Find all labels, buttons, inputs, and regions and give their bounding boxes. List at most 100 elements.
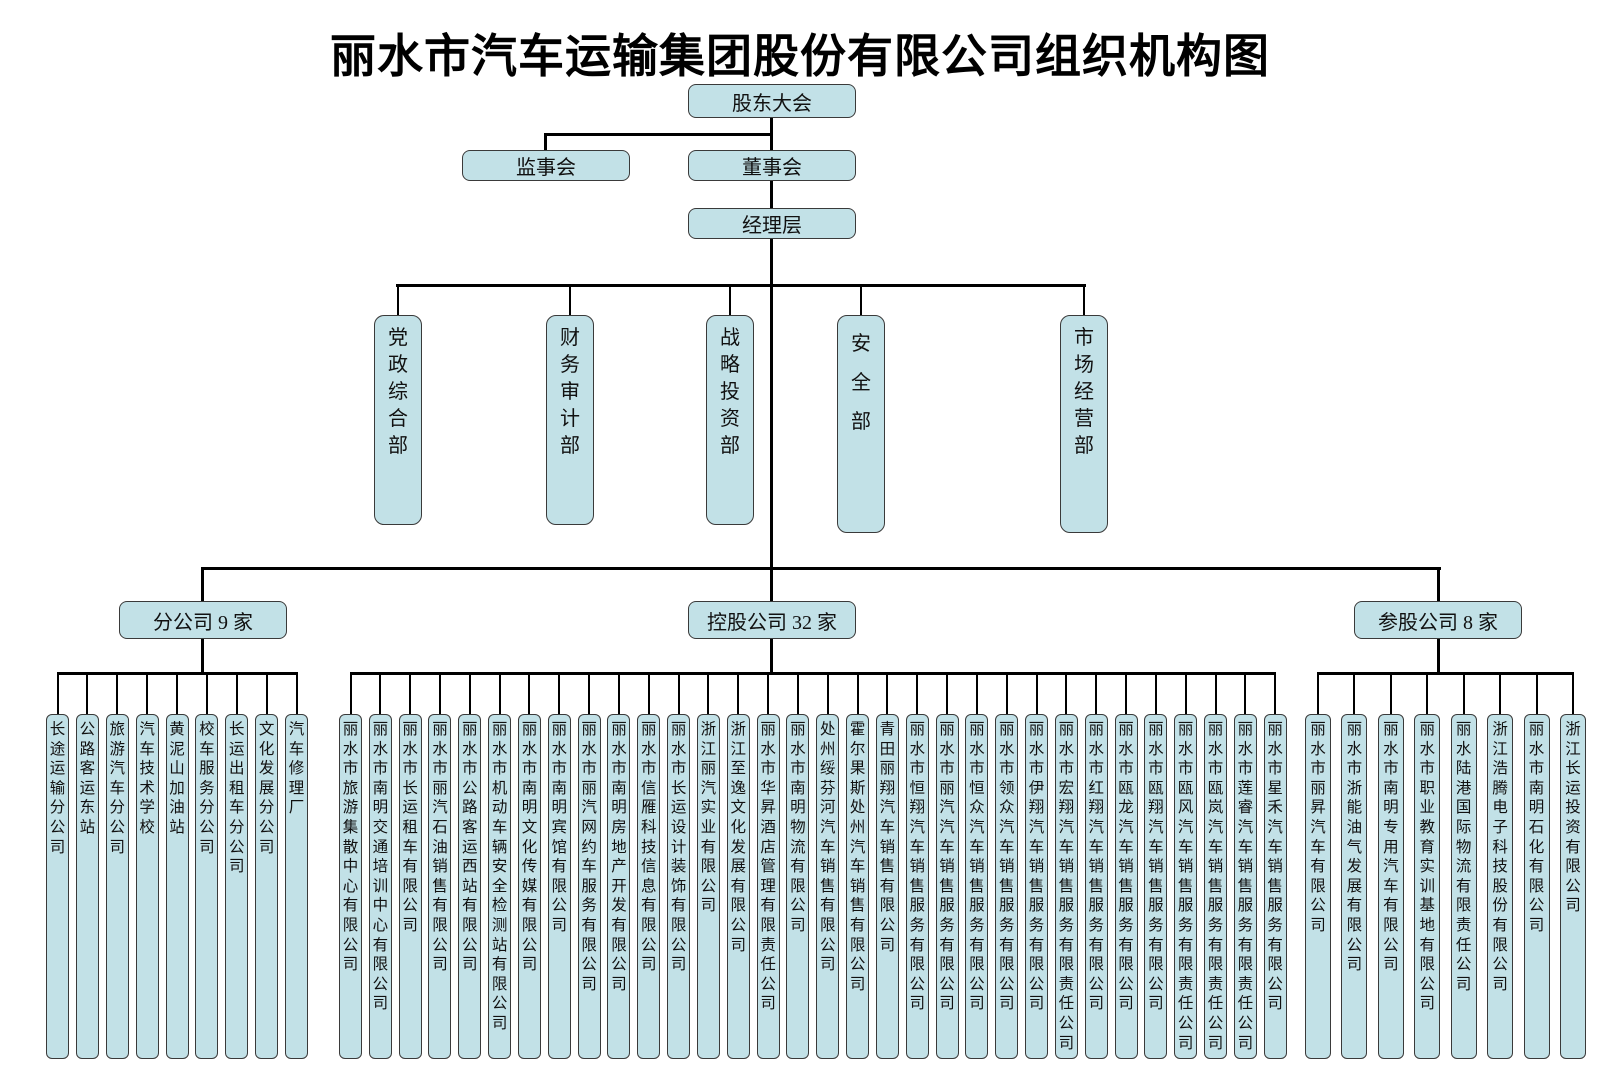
company-box: 丽水市南明文化传媒有限公司 (517, 714, 541, 1059)
department-name: 党政综合部 (388, 327, 408, 457)
company-box: 丽水市瓯岚汽车销售服务有限责任公司 (1204, 714, 1228, 1059)
company-box: 丽水市信雁科技信息有限公司 (637, 714, 661, 1059)
connector-stub (265, 672, 268, 714)
company-name: 霍尔果斯处州汽车销售有限公司 (849, 721, 866, 993)
company-cell: 丽水市机动车辆安全检测站有限公司 (488, 672, 512, 1059)
line-feed-participating-companies (1437, 639, 1440, 673)
connector-stub (1214, 672, 1217, 714)
company-cell: 丽水市宏翔汽车销售服务有限责任公司 (1054, 672, 1078, 1059)
line-departments-bus (396, 284, 1086, 287)
company-box: 丽水市机动车辆安全检测站有限公司 (488, 714, 512, 1059)
line-board-to-management (770, 181, 773, 208)
holding-companies-header-label: 控股公司 32 家 (707, 611, 837, 634)
board-of-directors-label: 董事会 (742, 157, 802, 179)
connector-stub (1184, 672, 1187, 714)
company-cell: 黄泥山加油站 (165, 672, 189, 1059)
connector-stub (1353, 672, 1356, 714)
company-name: 丽水陆港国际物流有限责任公司 (1455, 721, 1472, 993)
company-name: 丽水市南明专用汽车有限公司 (1383, 721, 1399, 974)
department-box: 安全部 (837, 315, 885, 533)
connector-stub (647, 672, 650, 714)
company-name: 丽水市恒众汽车销售服务有限公司 (969, 721, 985, 1013)
company-cell: 浙江长运投资有限公司 (1559, 672, 1586, 1059)
company-name: 文化发展分公司 (258, 721, 275, 856)
connector-stub (707, 672, 710, 714)
company-cell: 丽水市领众汽车销售服务有限公司 (995, 672, 1019, 1059)
company-box: 丽水市华昇酒店管理有限责任公司 (756, 714, 780, 1059)
connector-stub (617, 672, 620, 714)
company-cell: 丽水市南明物流有限公司 (786, 672, 810, 1059)
connector-stub (379, 672, 382, 714)
company-box: 霍尔果斯处州汽车销售有限公司 (846, 714, 870, 1059)
company-cell: 浙江丽汽实业有限公司 (696, 672, 720, 1059)
company-name: 丽水市莲睿汽车销售服务有限责任公司 (1237, 721, 1254, 1052)
company-name: 丽水市公路客运西站有限公司 (462, 721, 478, 974)
company-cell: 丽水市丽汽石油销售有限公司 (428, 672, 452, 1059)
connector-stub (1125, 672, 1128, 714)
participating-companies-row: 丽水市丽昇汽车有限公司 丽水市浙能油气发展有限公司 丽水市南明专用汽车有限公司 … (1305, 672, 1586, 1059)
company-name: 丽水市丽汽网约车服务有限公司 (581, 721, 597, 993)
company-name: 浙江浩腾电子科技股份有限公司 (1492, 721, 1508, 993)
company-cell: 丽水市浙能油气发展有限公司 (1341, 672, 1368, 1059)
connector-stub (1244, 672, 1247, 714)
company-cell: 浙江至逸文化发展有限公司 (726, 672, 750, 1059)
supervisory-board-box: 监事会 (462, 150, 630, 181)
company-box: 丽水市南明物流有限公司 (786, 714, 810, 1059)
company-name: 丽水市丽汽汽车销售服务有限公司 (939, 721, 955, 1013)
company-cell: 丽水市华昇酒店管理有限责任公司 (756, 672, 780, 1059)
holding-companies-row: 丽水市旅游集散中心有限公司 丽水市南明交通培训中心有限公司 丽水市长运租车有限公… (339, 672, 1287, 1059)
company-box: 旅游汽车分公司 (105, 714, 129, 1059)
connector-stub (1095, 672, 1098, 714)
company-name: 丽水市南明房地产开发有限公司 (611, 721, 627, 993)
company-box: 校车服务分公司 (195, 714, 219, 1059)
line-feed-holding-companies (770, 639, 773, 673)
company-cell: 丽水陆港国际物流有限责任公司 (1450, 672, 1477, 1059)
holding-companies-header-box: 控股公司 32 家 (688, 601, 856, 639)
company-name: 浙江丽汽实业有限公司 (700, 721, 717, 915)
company-box: 公路客运东站 (75, 714, 99, 1059)
connector-stub (1317, 672, 1319, 714)
company-box: 丽水市南明宾馆有限公司 (547, 714, 571, 1059)
company-name: 丽水市丽昇汽车有限公司 (1310, 721, 1326, 934)
connector-stub (86, 672, 89, 714)
company-name: 丽水市瓯风汽车销售服务有限责任公司 (1177, 721, 1194, 1052)
connector-stub (205, 672, 208, 714)
line-feed-branch-companies (201, 639, 204, 673)
connector-stub (558, 672, 561, 714)
company-box: 长途运输分公司 (46, 714, 69, 1059)
connector-stub (235, 672, 238, 714)
department-cell: 市场经营部 (1060, 285, 1108, 533)
company-name: 丽水市长运设计装饰有限公司 (670, 721, 687, 974)
company-name: 丽水市南明宾馆有限公司 (551, 721, 568, 934)
company-name: 丽水市南明交通培训中心有限公司 (372, 721, 389, 1013)
company-name: 校车服务分公司 (199, 721, 215, 856)
chart-title: 丽水市汽车运输集团股份有限公司组织机构图 (330, 30, 1270, 82)
participating-companies-header-box: 参股公司 8 家 (1354, 601, 1522, 639)
company-box: 丽水市浙能油气发展有限公司 (1341, 714, 1368, 1059)
company-box: 丽水陆港国际物流有限责任公司 (1450, 714, 1477, 1059)
company-box: 丽水市伊翔汽车销售服务有限公司 (1025, 714, 1049, 1059)
supervisory-board-label: 监事会 (516, 157, 576, 179)
branch-companies-header-box: 分公司 9 家 (119, 601, 287, 639)
company-box: 长运出租车分公司 (225, 714, 249, 1059)
company-box: 黄泥山加油站 (165, 714, 189, 1059)
company-name: 浙江至逸文化发展有限公司 (730, 721, 747, 954)
connector-stub (176, 672, 178, 714)
company-box: 丽水市瓯风汽车销售服务有限责任公司 (1174, 714, 1198, 1059)
company-cell: 丽水市旅游集散中心有限公司 (339, 672, 362, 1059)
company-name: 丽水市丽汽石油销售有限公司 (432, 721, 448, 974)
company-cell: 丽水市南明专用汽车有限公司 (1377, 672, 1404, 1059)
connector-stub (1389, 672, 1392, 714)
connector-stub (677, 672, 680, 714)
connector-stub (737, 672, 740, 714)
department-cell: 战略投资部 (706, 285, 754, 525)
connector-stub (856, 672, 859, 714)
connector-stub (498, 672, 501, 714)
connector-stub (729, 285, 731, 315)
company-name: 丽水市机动车辆安全检测站有限公司 (491, 721, 508, 1032)
company-cell: 校车服务分公司 (195, 672, 219, 1059)
company-cell: 丽水市瓯翔汽车销售服务有限公司 (1144, 672, 1168, 1059)
department-box: 财务审计部 (546, 315, 594, 525)
connector-stub (826, 672, 829, 714)
